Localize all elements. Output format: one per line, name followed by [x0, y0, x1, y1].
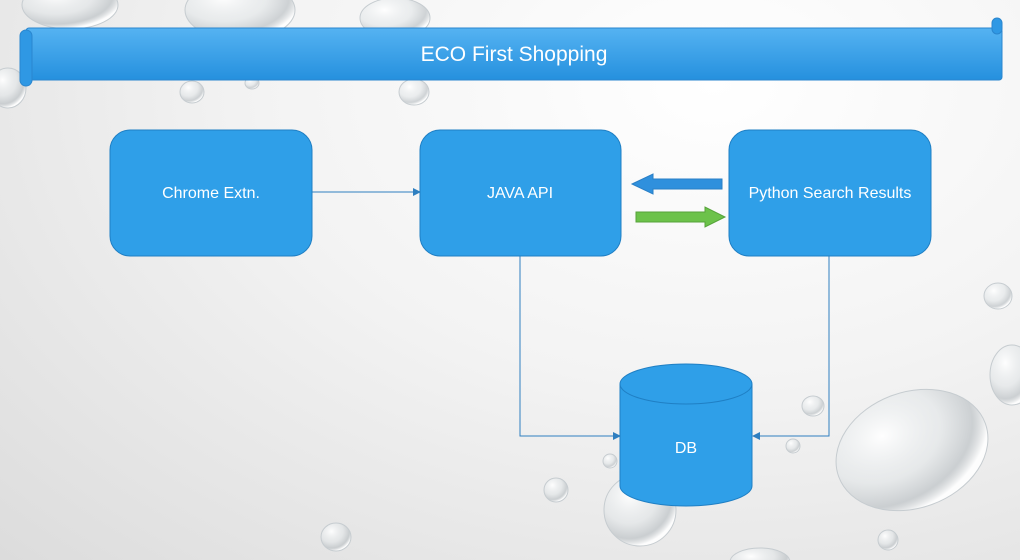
water-drop — [320, 522, 352, 552]
water-drop — [983, 282, 1013, 310]
node-chrome-extension: Chrome Extn. — [109, 129, 313, 257]
banner-title: ECO First Shopping — [421, 43, 608, 66]
water-drop — [835, 388, 989, 512]
water-drop — [785, 438, 801, 454]
water-drop — [877, 529, 899, 551]
node-python-search-results: Python Search Results — [728, 129, 932, 257]
node-database: DB — [619, 363, 753, 507]
database-cylinder-icon — [619, 363, 753, 507]
water-drop — [729, 547, 791, 560]
node-chrome-label: Chrome Extn. — [162, 185, 260, 202]
water-drop — [21, 0, 119, 30]
connector-python-to-db — [752, 256, 830, 440]
node-java-api: JAVA API — [419, 129, 622, 257]
node-java-label: JAVA API — [487, 185, 553, 202]
water-drop — [179, 80, 205, 104]
node-python-label: Python Search Results — [749, 185, 912, 202]
node-db-label: DB — [675, 440, 697, 457]
arrow-java-to-python — [635, 206, 727, 228]
water-drop — [989, 344, 1020, 406]
water-drop — [602, 453, 618, 469]
title-banner: ECO First Shopping — [19, 17, 1003, 87]
water-drop — [801, 395, 825, 417]
connectors — [312, 173, 830, 440]
connector-java-to-db — [519, 256, 621, 440]
water-drop — [0, 67, 27, 109]
water-drop — [398, 78, 430, 106]
arrow-python-to-java — [630, 173, 723, 195]
water-drop — [543, 477, 569, 503]
